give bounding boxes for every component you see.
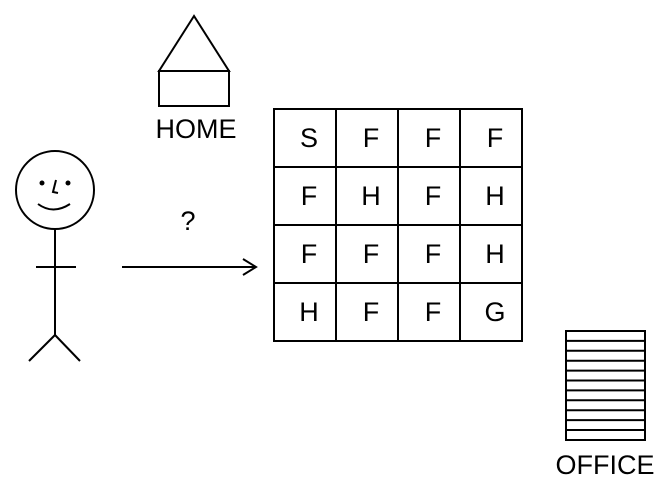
grid-cell-label: F (301, 181, 318, 211)
stick-figure-smile (37, 203, 71, 211)
stick-figure-right-leg (54, 334, 81, 362)
home-roof (157, 14, 231, 72)
grid-cell-label: F (301, 239, 318, 269)
grid-cell-label: F (363, 297, 380, 327)
grid-cell-label: G (484, 297, 505, 327)
office-body (565, 330, 646, 441)
grid-cell-label: S (300, 123, 318, 153)
home-body (158, 70, 230, 107)
stick-figure-left-eye (39, 180, 45, 186)
grid-cell-label: H (361, 181, 381, 211)
question-label: ? (180, 206, 195, 236)
grid-cell-label: H (485, 181, 505, 211)
grid-cell-label: F (363, 239, 380, 269)
office-label: OFFICE (556, 450, 655, 480)
home-label: HOME (156, 114, 237, 144)
grid-cell-label: F (425, 239, 442, 269)
grid-cell (459, 282, 523, 342)
arrow-right-icon (122, 258, 258, 276)
grid-cell-label: F (425, 181, 442, 211)
grid-cell-label: H (485, 239, 505, 269)
stick-figure-right-eye (65, 180, 71, 186)
home-icon (157, 14, 231, 107)
stick-figure-icon (15, 150, 95, 362)
stick-figure-nose (51, 179, 59, 194)
grid-cell-label: F (363, 123, 380, 153)
office-building-icon (565, 330, 646, 441)
stick-figure-head (15, 150, 95, 230)
grid-cell-label: F (425, 297, 442, 327)
grid-cell-label: F (425, 123, 442, 153)
stick-figure-left-leg (28, 334, 56, 362)
grid-cell-label: H (299, 297, 319, 327)
grid-cell-label: F (487, 123, 504, 153)
